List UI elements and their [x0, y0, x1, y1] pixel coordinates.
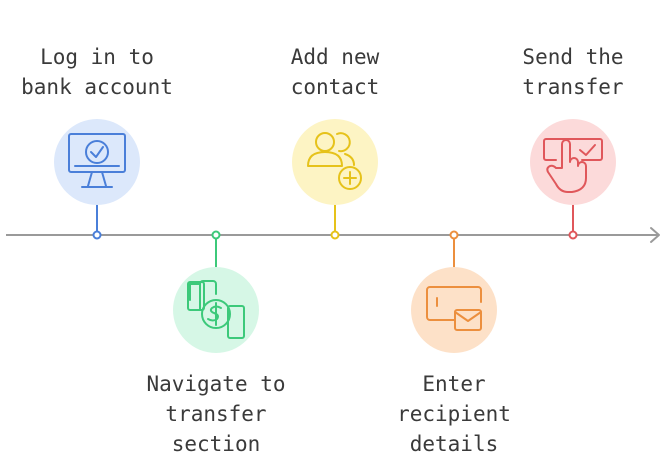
- step-recipient: [411, 230, 497, 353]
- monitor-check-icon: [68, 133, 126, 188]
- step-label-contact: Add new contact: [290, 45, 380, 99]
- step-circle-contact: [292, 119, 378, 205]
- step-label-navigate: Navigate to transfer section: [146, 372, 286, 456]
- timeline-marker-recipient: [449, 230, 459, 240]
- step-label-send: Send the transfer: [522, 45, 624, 99]
- timeline-marker-navigate: [211, 230, 221, 240]
- card-mail-icon: [426, 286, 482, 331]
- step-circle-recipient: [411, 267, 497, 353]
- step-navigate: [173, 230, 259, 353]
- timeline-arrowhead: [650, 227, 660, 243]
- step-label-login: Log in to bank account: [21, 45, 173, 99]
- hand-tap-check-icon: [543, 138, 603, 193]
- step-send: [530, 119, 616, 240]
- timeline-marker-contact: [330, 230, 340, 240]
- step-circle-send: [530, 119, 616, 205]
- dollar-devices-icon: [187, 280, 245, 339]
- add-contact-icon: [307, 132, 362, 190]
- step-contact: [292, 119, 378, 240]
- timeline-marker-login: [92, 230, 102, 240]
- step-label-recipient: Enter recipient details: [397, 372, 511, 456]
- step-login: [54, 119, 140, 240]
- timeline-marker-send: [568, 230, 578, 240]
